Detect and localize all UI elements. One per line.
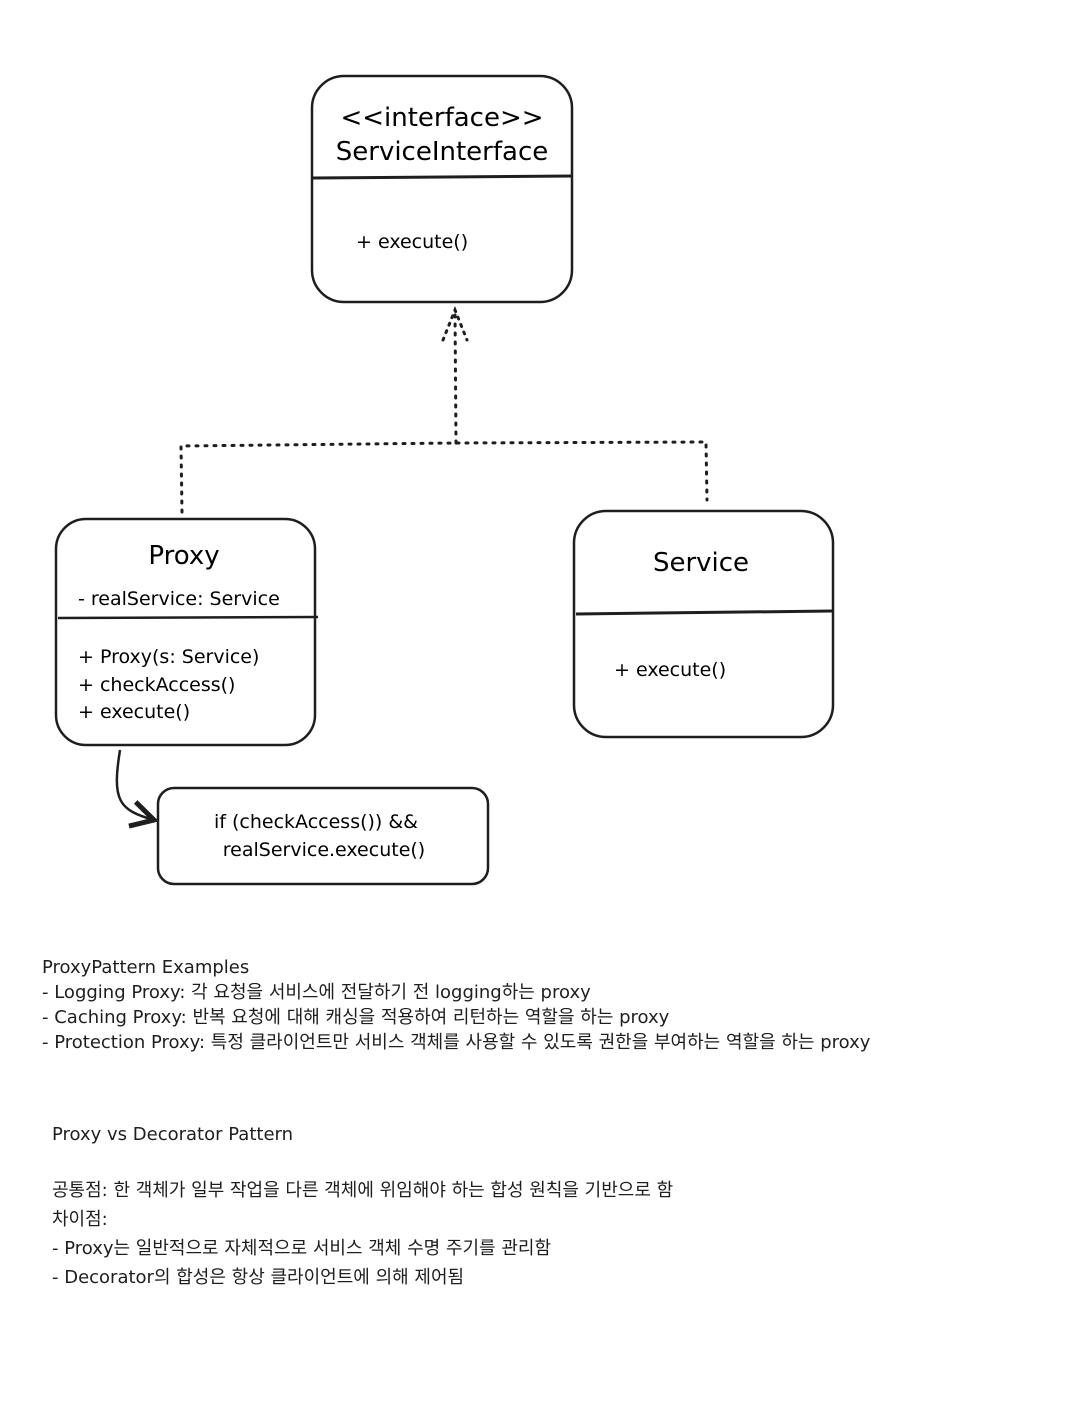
realization-connector [179,310,709,514]
realization-arrowhead [441,305,469,342]
interface-stereotype: <<interface>> [340,103,543,133]
note-line: realService.execute() [223,839,425,861]
proxy-examples: ProxyPattern Examples - Logging Proxy: 각… [42,955,870,1055]
proxy-name: Proxy [148,541,219,571]
comparison-line: 공통점: 한 객체가 일부 작업을 다른 객체에 위임해야 하는 합성 원칙을 … [52,1180,674,1201]
proxy-method: + execute() [78,701,190,723]
example-item: - Logging Proxy: 각 요청을 서비스에 전달하기 전 loggi… [42,982,591,1003]
example-item: - Protection Proxy: 특정 클라이언트만 서비스 객체를 사용… [42,1032,871,1053]
example-item: - Caching Proxy: 반복 요청에 대해 캐싱을 적용하여 리턴하는… [42,1007,670,1028]
note-line: if (checkAccess()) && [214,811,418,833]
note-connector-arrow [115,749,154,820]
interface-name: ServiceInterface [336,137,549,167]
proxy-vs-decorator: Proxy vs Decorator Pattern 공통점: 한 객체가 일부… [52,1120,673,1292]
proxy-method: + checkAccess() [78,674,235,696]
interface-box[interactable]: <<interface>> ServiceInterface + execute… [310,74,574,304]
comparison-title: Proxy vs Decorator Pattern [52,1124,294,1145]
proxy-field: - realService: Service [78,588,280,610]
comparison-line: - Decorator의 합성은 항상 클라이언트에 의해 제어됨 [52,1267,465,1288]
service-name: Service [653,548,749,578]
note-box[interactable]: if (checkAccess()) && realService.execut… [156,786,490,886]
examples-title: ProxyPattern Examples [42,957,250,978]
uml-diagram: <<interface>> ServiceInterface + execute… [54,74,835,886]
proxy-box[interactable]: Proxy - realService: Service + Proxy(s: … [54,517,319,747]
comparison-line: 차이점: [52,1209,108,1230]
service-method: + execute() [614,659,726,681]
interface-method: + execute() [356,231,468,253]
proxy-method: + Proxy(s: Service) [78,646,259,668]
service-box[interactable]: Service + execute() [572,509,835,739]
comparison-line: - Proxy는 일반적으로 자체적으로 서비스 객체 수명 주기를 관리함 [52,1238,552,1259]
